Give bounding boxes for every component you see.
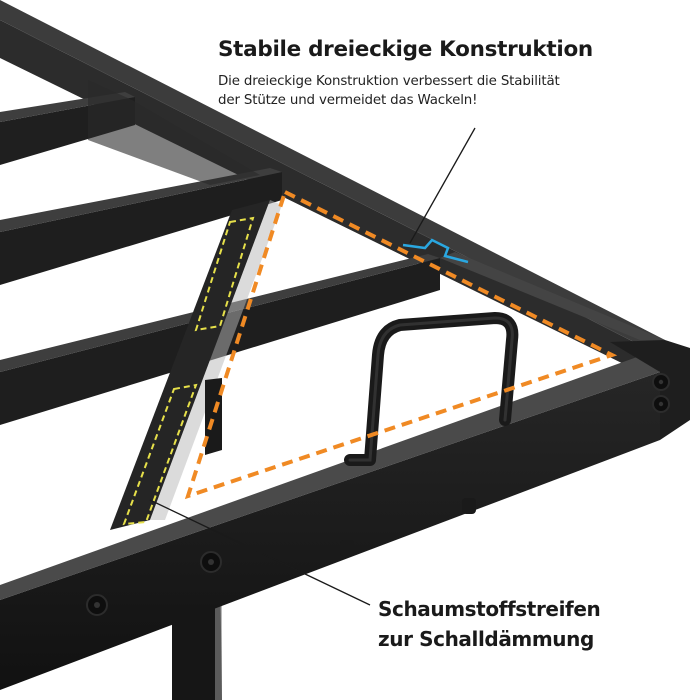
end-rail — [440, 252, 690, 440]
front-side-rail — [0, 356, 660, 690]
callout-line-2: zur Schalldämmung — [378, 627, 594, 651]
bottom-annotation: Schaumstoffstreifen zur Schalldämmung — [378, 594, 601, 654]
back-side-rail — [0, 0, 665, 372]
under-panel — [88, 80, 260, 185]
foam-strip-lower — [122, 383, 198, 526]
top-annotation: Stabile dreieckige Konstruktion Die drei… — [218, 36, 638, 110]
foam-strip-callout: Schaumstoffstreifen zur Schalldämmung — [378, 594, 601, 654]
triangle-outline — [184, 189, 618, 500]
description-line-1: Die dreieckige Konstruktion verbessert d… — [218, 74, 560, 89]
bottom-leader-line — [149, 499, 371, 606]
triangle-headline: Stabile dreieckige Konstruktion — [218, 37, 593, 62]
description-line-2: der Stütze und vermeidet das Wackeln! — [218, 93, 478, 108]
foam-strip-upper — [194, 216, 255, 332]
front-rail-bolts — [86, 551, 222, 616]
top-leader-line — [409, 127, 476, 244]
callout-line-1: Schaumstoffstreifen — [378, 597, 601, 621]
diagonal-brace — [110, 200, 282, 530]
triangle-description: Die dreieckige Konstruktion verbessert d… — [218, 72, 638, 110]
end-rail-bolts — [652, 373, 670, 413]
under-pegs — [340, 498, 476, 556]
blue-junction-marker — [402, 238, 469, 264]
